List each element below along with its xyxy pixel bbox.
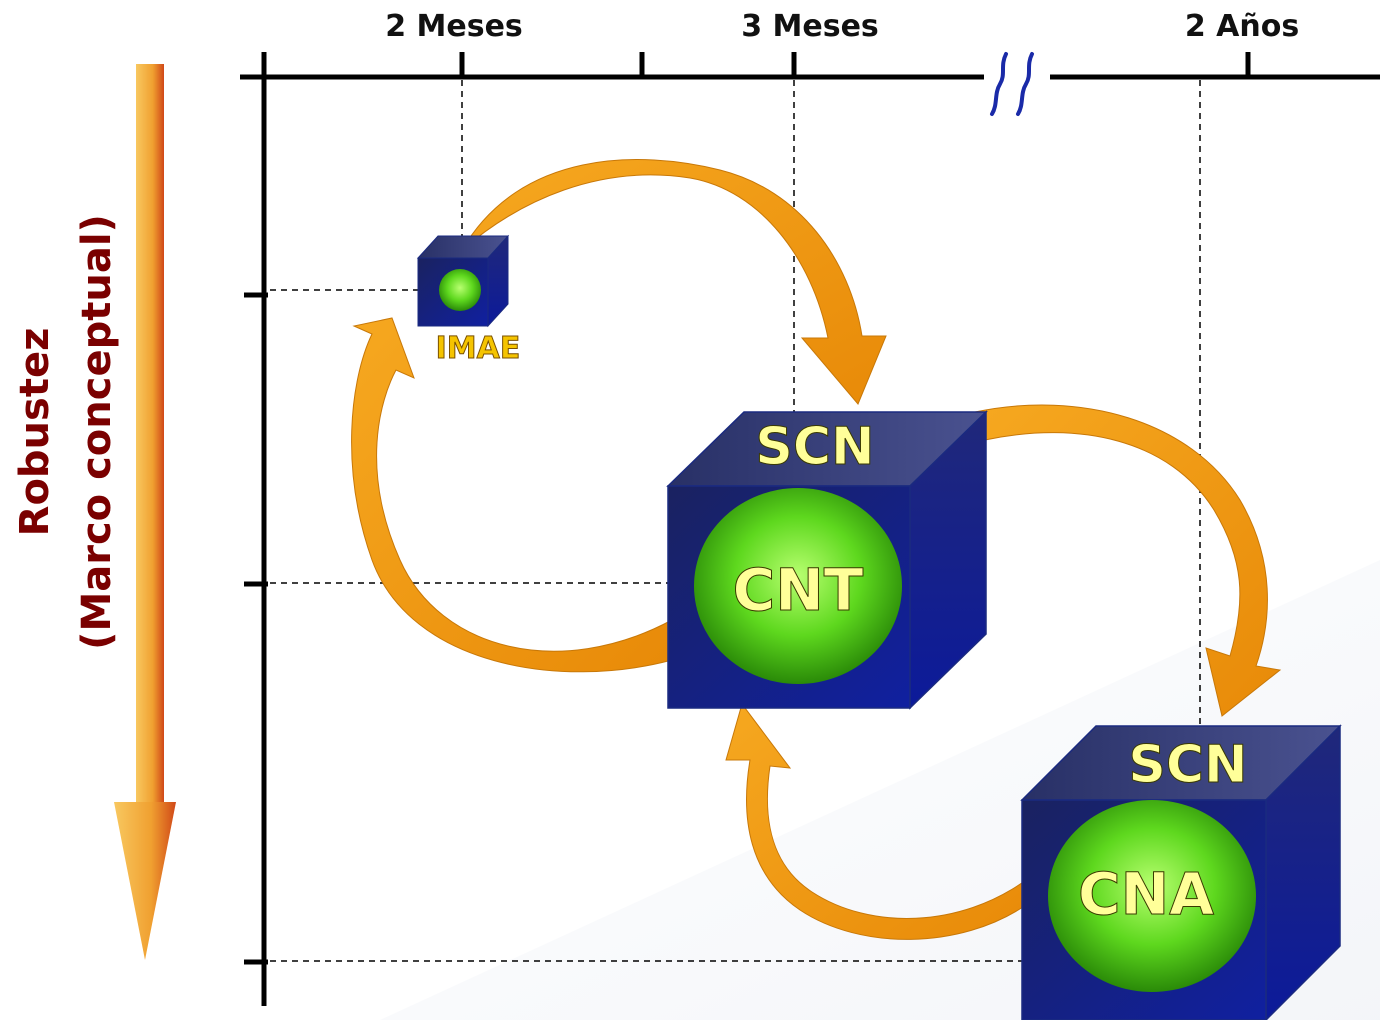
- imae-cube: [416, 234, 510, 328]
- cnt-cube: [666, 410, 988, 710]
- cna-cube: [1020, 724, 1342, 1020]
- arrow-imae-to-cnt: [461, 159, 887, 405]
- cna-sphere: [1048, 800, 1256, 992]
- x-label-3-meses: 3 Meses: [741, 9, 879, 44]
- axes: [240, 52, 1380, 1006]
- x-label-2-meses: 2 Meses: [385, 9, 523, 44]
- cna-core-label: CNA: [1078, 860, 1214, 928]
- arrow-cnt-to-cna: [974, 404, 1282, 717]
- imae-label: IMAE: [436, 331, 521, 366]
- robustez-arrow: [114, 64, 176, 960]
- cna-scn-label: SCN: [1128, 735, 1247, 795]
- cnt-core-label: CNT: [733, 556, 864, 624]
- robustez-label-group: Robustez (Marco conceptual): [12, 214, 120, 650]
- robustez-subtitle: (Marco conceptual): [74, 214, 120, 650]
- arrow-cnt-to-imae: [351, 317, 673, 673]
- cnt-sphere: [694, 488, 902, 684]
- x-label-2-anos: 2 Años: [1185, 9, 1299, 44]
- cnt-scn-label: SCN: [755, 417, 874, 477]
- robustez-title: Robustez: [12, 328, 58, 537]
- imae-sphere: [439, 269, 481, 311]
- axis-break-icon: [990, 52, 1034, 116]
